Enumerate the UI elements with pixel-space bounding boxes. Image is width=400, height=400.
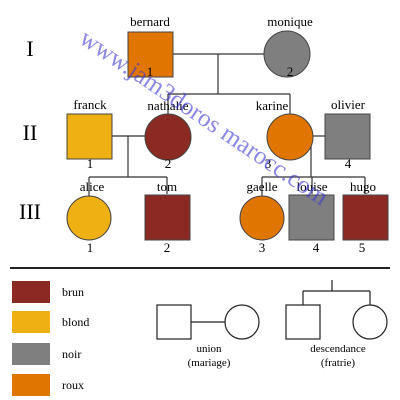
- name-monique: monique: [267, 14, 313, 29]
- name-karine: karine: [256, 98, 289, 113]
- legend-label-noir: noir: [62, 347, 81, 361]
- legend-union-square: [156, 304, 192, 340]
- legend-descendance-symbol: [285, 280, 388, 340]
- name-louise: louise: [296, 179, 327, 194]
- person-bernard: [127, 31, 174, 78]
- legend-swatch-noir: [12, 343, 50, 365]
- number-monique: 2: [287, 64, 294, 79]
- legend-swatch-roux: [12, 374, 50, 396]
- legend-swatch-brun: [12, 281, 50, 303]
- generation-label-2: II: [23, 120, 38, 145]
- name-franck: franck: [73, 97, 107, 112]
- number-franck: 1: [87, 156, 94, 171]
- person-olivier: [324, 113, 371, 160]
- number-louise: 4: [313, 240, 320, 255]
- legend-swatch-blond: [12, 311, 50, 333]
- legend-label-blond: blond: [62, 315, 89, 329]
- legend-descendance-label: descendance: [310, 343, 366, 355]
- name-olivier: olivier: [331, 97, 366, 112]
- person-nathalie: [144, 113, 192, 161]
- person-karine: [266, 113, 314, 161]
- number-hugo: 5: [359, 240, 366, 255]
- legend-descendance-square: [285, 304, 321, 340]
- legend-union-label: union: [196, 343, 222, 355]
- number-nathalie: 2: [165, 156, 172, 171]
- legend-label-brun: brun: [62, 285, 84, 299]
- name-tom: tom: [157, 179, 177, 194]
- number-bernard: 1: [147, 64, 154, 79]
- person-louise: [288, 194, 335, 241]
- person-franck: [66, 113, 113, 160]
- generation-label-3: III: [19, 199, 41, 224]
- number-alice: 1: [87, 240, 94, 255]
- legend-descendance-sublabel: (fratrie): [321, 357, 356, 369]
- legend-union-sublabel: (mariage): [188, 357, 231, 369]
- number-karine: 3: [265, 156, 272, 171]
- name-bernard: bernard: [130, 14, 170, 29]
- person-tom: [144, 194, 191, 241]
- person-monique: [263, 30, 311, 78]
- number-tom: 2: [164, 240, 171, 255]
- person-gaelle: [239, 195, 285, 241]
- legend-label-roux: roux: [62, 378, 84, 392]
- name-gaelle: gaelle: [246, 179, 277, 194]
- name-nathalie: nathalie: [147, 98, 188, 113]
- legend-union-circle: [224, 304, 260, 340]
- legend-descendance-circle: [352, 304, 388, 340]
- name-alice: alice: [80, 179, 105, 194]
- number-gaelle: 3: [259, 240, 266, 255]
- person-hugo: [342, 194, 389, 241]
- generation-label-1: I: [26, 36, 33, 61]
- person-alice: [66, 195, 112, 241]
- number-olivier: 4: [345, 156, 352, 171]
- legend-union-symbol: [156, 304, 260, 340]
- name-hugo: hugo: [350, 179, 376, 194]
